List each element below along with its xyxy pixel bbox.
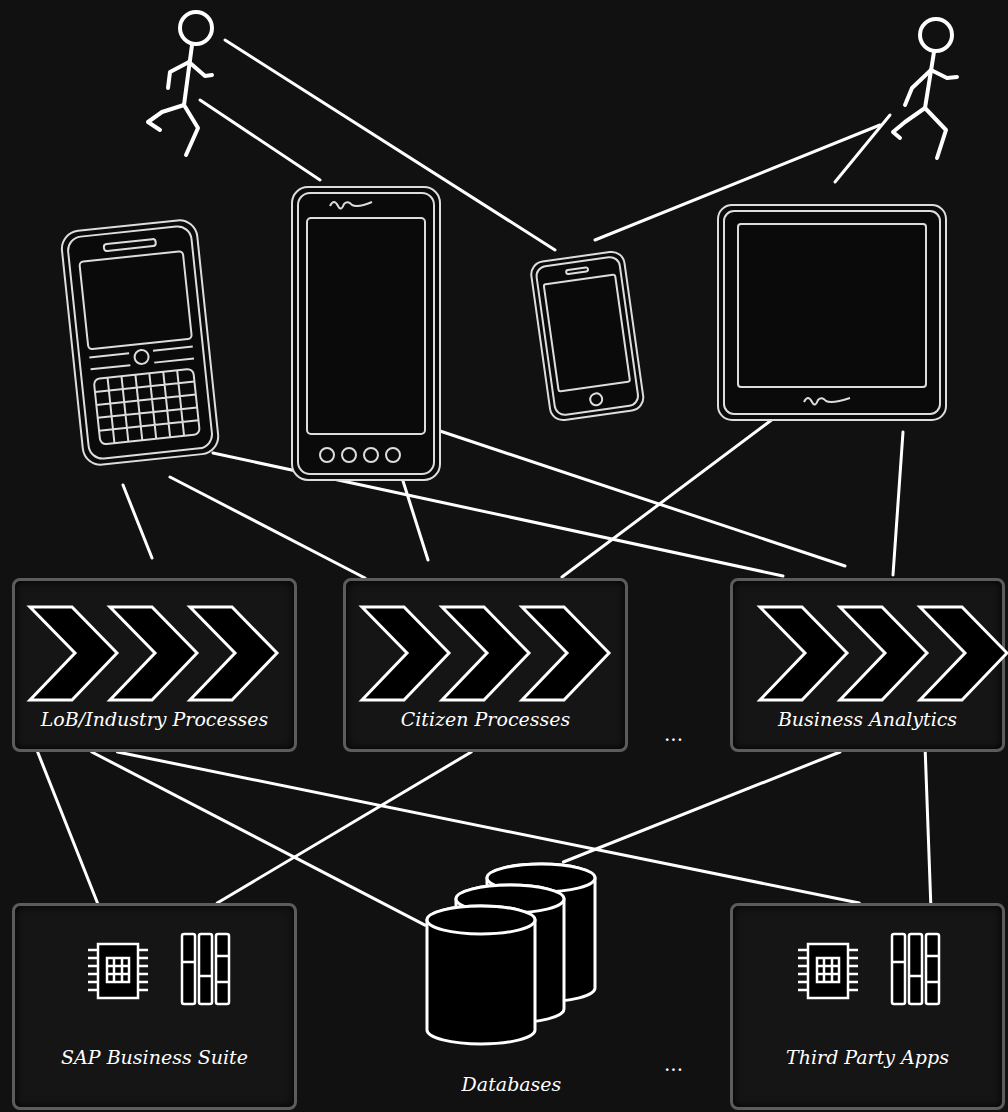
chevron bbox=[760, 607, 847, 700]
connector-line bbox=[925, 752, 931, 903]
phone-keys bbox=[94, 369, 200, 445]
phone-rim bbox=[535, 256, 639, 416]
chip-icon bbox=[798, 944, 858, 998]
tablet bbox=[718, 205, 946, 420]
phone-screen bbox=[79, 251, 192, 349]
chip-icon bbox=[88, 944, 148, 998]
device-link bbox=[123, 485, 152, 558]
database-cylinder: Databases bbox=[425, 862, 598, 1100]
phone-speaker bbox=[104, 239, 156, 251]
device-body bbox=[292, 187, 440, 480]
process-chevrons bbox=[362, 607, 609, 700]
brand-scribble bbox=[804, 398, 850, 405]
phone-speaker bbox=[566, 267, 588, 274]
tablet-rim bbox=[724, 211, 940, 414]
chevron bbox=[522, 607, 609, 700]
cylinder-body bbox=[427, 906, 535, 1044]
device-link bbox=[170, 477, 365, 578]
system-box: Third Party Apps bbox=[730, 903, 1005, 1110]
tablet-screen bbox=[738, 224, 926, 387]
process-box: Citizen Processes bbox=[343, 578, 628, 752]
node-label: SAP Business Suite bbox=[61, 1045, 248, 1069]
device-link bbox=[893, 432, 903, 575]
chevron bbox=[920, 607, 1007, 700]
smartphone bbox=[530, 250, 645, 422]
connector-line bbox=[563, 752, 840, 862]
figure-arm bbox=[905, 70, 931, 105]
chevron bbox=[190, 607, 277, 700]
connector-line bbox=[217, 752, 471, 903]
connector-line bbox=[117, 752, 859, 903]
figure-leg bbox=[925, 108, 946, 158]
figure-leg bbox=[148, 105, 184, 130]
phone-body bbox=[530, 250, 645, 422]
connector-line bbox=[92, 752, 425, 925]
node-label: LoB/Industry Processes bbox=[41, 707, 269, 731]
ellipsis-label: ... bbox=[664, 1052, 683, 1076]
stick-figure bbox=[148, 12, 212, 155]
node-label: Third Party Apps bbox=[786, 1045, 949, 1069]
handheld-device bbox=[292, 187, 440, 480]
phone-button bbox=[589, 393, 603, 407]
user-link bbox=[835, 115, 890, 182]
device-button bbox=[386, 448, 400, 462]
device-button bbox=[364, 448, 378, 462]
connector-line bbox=[38, 752, 98, 903]
chevron bbox=[110, 607, 197, 700]
device-rim bbox=[298, 193, 434, 474]
node-label: Databases bbox=[462, 1072, 562, 1096]
chevron bbox=[362, 607, 449, 700]
user-link bbox=[200, 100, 320, 180]
chevron bbox=[30, 607, 117, 700]
ellipsis-label: ... bbox=[664, 722, 683, 746]
device-button bbox=[342, 448, 356, 462]
tablet-body bbox=[718, 205, 946, 420]
rack-icon bbox=[892, 934, 939, 1004]
phone-rim bbox=[67, 225, 214, 460]
phone-trackball bbox=[134, 349, 149, 364]
figure-arm bbox=[189, 62, 212, 76]
figure-arm bbox=[168, 62, 189, 88]
cylinder-outline bbox=[425, 862, 598, 1100]
device-link bbox=[562, 410, 785, 577]
phone-keys bbox=[89, 347, 194, 370]
figure-body bbox=[184, 45, 192, 105]
process-box: Business Analytics bbox=[730, 578, 1005, 752]
stick-figure bbox=[893, 19, 957, 158]
figure-leg bbox=[893, 108, 925, 138]
device-screen bbox=[307, 218, 425, 434]
phone-body bbox=[60, 219, 220, 467]
system-box: SAP Business Suite bbox=[12, 903, 297, 1110]
device-button bbox=[320, 448, 334, 462]
cylinder-top bbox=[427, 906, 535, 934]
process-box: LoB/Industry Processes bbox=[12, 578, 297, 752]
figure-head bbox=[920, 19, 952, 51]
figure-body bbox=[925, 52, 934, 108]
process-chevrons bbox=[760, 607, 1007, 700]
chevron bbox=[840, 607, 927, 700]
node-label: Business Analytics bbox=[778, 707, 957, 731]
figure-arm bbox=[931, 70, 957, 78]
rack-icon bbox=[182, 934, 229, 1004]
device-link bbox=[437, 430, 845, 566]
figure-leg bbox=[184, 105, 198, 155]
phone-screen bbox=[544, 275, 630, 392]
figure-head bbox=[180, 12, 212, 44]
brand-scribble bbox=[330, 202, 372, 209]
phone-keyboard bbox=[94, 369, 200, 445]
chevron bbox=[442, 607, 529, 700]
process-chevrons bbox=[30, 607, 277, 700]
node-label: Citizen Processes bbox=[401, 707, 571, 731]
keyboard-phone bbox=[60, 219, 220, 467]
